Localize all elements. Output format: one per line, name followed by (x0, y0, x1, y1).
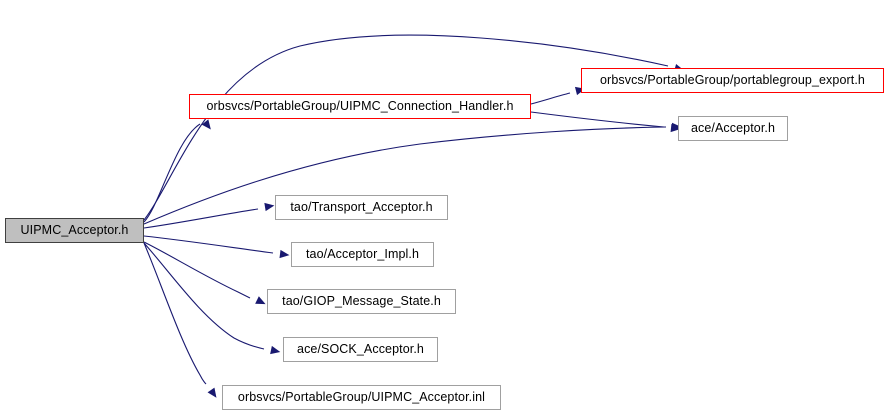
edge-uipmc-acceptor-h-to-ace-sock-acceptor-h (143, 242, 265, 350)
edge-uipmc-acceptor-h-to-portablegroup-export-h (143, 34, 669, 221)
edge-uipmc-connection-handler-h-to-ace-acceptor-h (530, 111, 665, 128)
node-label: tao/Acceptor_Impl.h (305, 247, 420, 262)
edge-uipmc-acceptor-h-to-tao-transport-acceptor-h (143, 208, 259, 229)
edge-uipmc-acceptor-h-to-ace-acceptor-h (143, 126, 667, 225)
arrow-head-icon (264, 202, 275, 212)
node-uipmc-acceptor-inl[interactable]: orbsvcs/PortableGroup/UIPMC_Acceptor.inl (222, 385, 501, 410)
edge-uipmc-connection-handler-h-to-portablegroup-export-h (530, 92, 571, 105)
arrow-head-icon (279, 249, 290, 259)
node-label: tao/Transport_Acceptor.h (290, 200, 433, 215)
edge-uipmc-acceptor-h-to-tao-acceptor-impl-h (143, 235, 274, 254)
node-label: UIPMC_Acceptor.h (20, 223, 129, 238)
node-ace-acceptor-h[interactable]: ace/Acceptor.h (678, 116, 788, 141)
arrow-head-icon (270, 345, 281, 355)
arrow-head-icon (670, 123, 681, 133)
arrow-head-icon (207, 387, 217, 398)
node-uipmc-connection-handler-h[interactable]: orbsvcs/PortableGroup/UIPMC_Connection_H… (189, 94, 531, 119)
node-ace-sock-acceptor-h[interactable]: ace/SOCK_Acceptor.h (283, 337, 438, 362)
edge-uipmc-acceptor-h-to-uipmc-acceptor-inl (143, 242, 207, 385)
node-tao-acceptor-impl-h[interactable]: tao/Acceptor_Impl.h (291, 242, 434, 267)
edge-uipmc-acceptor-h-to-uipmc-connection-handler-h (143, 123, 201, 223)
arrow-head-icon (201, 119, 211, 130)
node-uipmc-acceptor-h[interactable]: UIPMC_Acceptor.h (5, 218, 144, 243)
node-tao-transport-acceptor-h[interactable]: tao/Transport_Acceptor.h (275, 195, 448, 220)
node-label: orbsvcs/PortableGroup/UIPMC_Connection_H… (206, 99, 514, 114)
arrow-head-icon (255, 296, 266, 305)
edge-uipmc-acceptor-h-to-tao-giop-message-state-h (143, 241, 251, 299)
node-portablegroup-export-h[interactable]: orbsvcs/PortableGroup/portablegroup_expo… (581, 68, 884, 93)
node-label: ace/SOCK_Acceptor.h (297, 342, 424, 357)
node-label: ace/Acceptor.h (690, 121, 776, 136)
node-tao-giop-message-state-h[interactable]: tao/GIOP_Message_State.h (267, 289, 456, 314)
node-label: orbsvcs/PortableGroup/portablegroup_expo… (600, 73, 865, 88)
node-label: orbsvcs/PortableGroup/UIPMC_Acceptor.inl (237, 390, 486, 405)
node-label: tao/GIOP_Message_State.h (282, 294, 441, 309)
